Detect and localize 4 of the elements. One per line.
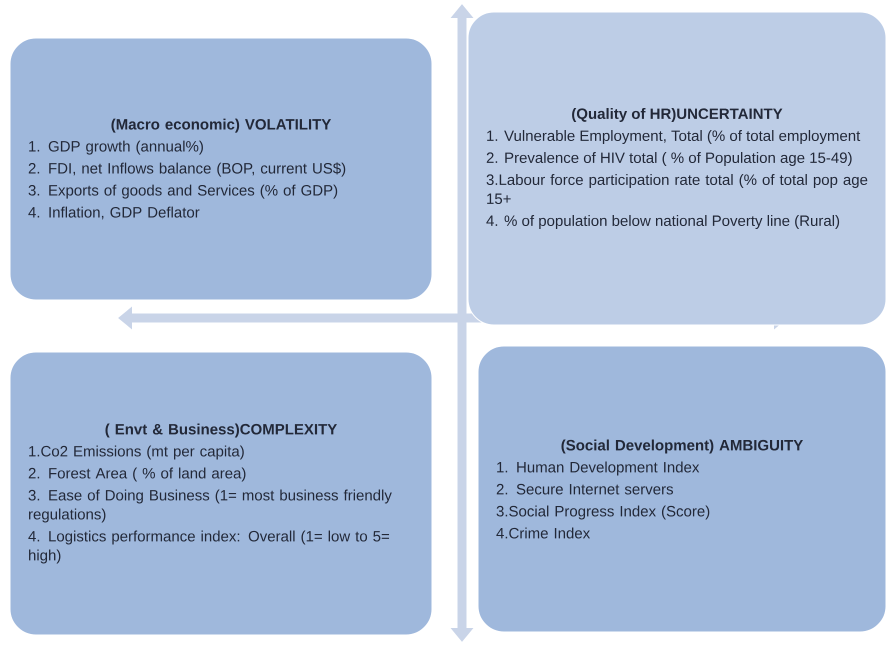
category-box: (Social Development) AMBIGUITY 1. Human Development Index 2. Secure Internet servers 3.Social Progress Index (Score) 4.Crime Index bbox=[478, 346, 886, 632]
category-box: (Quality of HR)UNCERTAINTY 1. Vulnerable Employment, Total (% of total employment 2. Prevalence of HIV total ( % of Population age 15-49) 3.Labour force participation rate total (% of total pop age 15+ 4. % of population below national Poverty line (Rural) bbox=[468, 12, 886, 326]
category-box: ( Envt & Business)COMPLEXITY 1.Co2 Emissions (mt per capita) 2. Forest Area ( % of land area) 3. Ease of Doing Business (1= most business friendly regulations) 4. Logistics performance index: Overall (1= low to 5= high) bbox=[10, 352, 432, 636]
category-box: (Macro economic) VOLATILITY 1. GDP growth (annual%) 2. FDI, net Inflows balance (BOP, current US$) 3. Exports of goods and Services (% of GDP) 4. Inflation, GDP Deflator bbox=[10, 38, 432, 300]
